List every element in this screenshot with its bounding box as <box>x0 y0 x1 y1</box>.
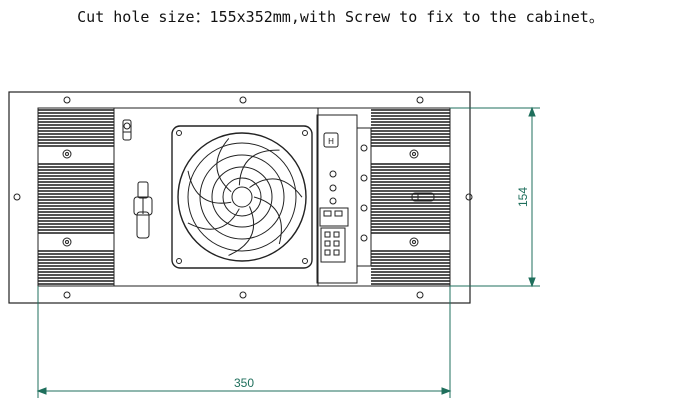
caption-text: Cut hole size：155x352mm,with Screw to fi… <box>77 8 604 26</box>
door-latch <box>133 181 153 239</box>
mounting-hole-bottom-left <box>63 291 71 299</box>
mounting-hole-top-left <box>63 96 71 104</box>
height-dimension-label: 154 <box>516 187 530 207</box>
heatsink-screws <box>62 149 419 247</box>
fan-assembly <box>171 125 313 269</box>
mounting-plate <box>8 91 471 304</box>
heatsink-right <box>371 109 450 285</box>
mounting-hole-bottom-right <box>416 291 424 299</box>
thermostat-knob <box>122 119 132 141</box>
mounting-hole-right <box>465 193 473 201</box>
mounting-hole-top-center <box>239 96 247 104</box>
cable-gland <box>411 192 435 202</box>
width-dimension <box>36 286 452 398</box>
mounting-hole-left <box>13 193 21 201</box>
width-dimension-label: 350 <box>234 376 254 390</box>
heatsink-left <box>38 109 114 285</box>
mounting-hole-bottom-center <box>239 291 247 299</box>
height-dimension <box>450 106 540 288</box>
svg-text:H: H <box>328 137 334 146</box>
mounting-hole-top-right <box>416 96 424 104</box>
control-module: H <box>316 114 372 284</box>
